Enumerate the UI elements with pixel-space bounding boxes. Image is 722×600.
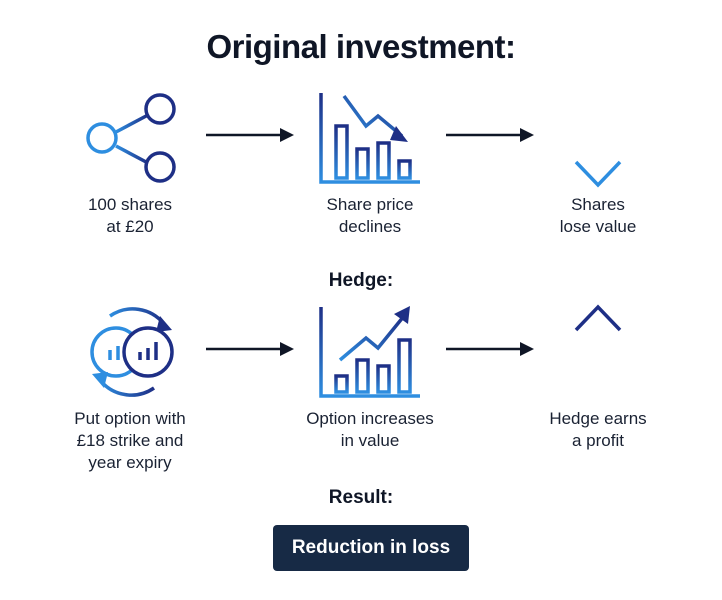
- right-arrow-icon: [446, 342, 534, 356]
- option-exchange-icon: [90, 307, 174, 397]
- result-label: Result:: [328, 487, 394, 508]
- decline-caption: Share price declines: [326, 195, 414, 236]
- right-arrow-icon: [206, 342, 294, 356]
- reduction-in-loss-button[interactable]: Reduction in loss: [273, 525, 469, 571]
- up-arrow-icon: [574, 304, 622, 398]
- share-nodes-icon: [86, 93, 176, 183]
- rising-chart-icon: [319, 306, 420, 398]
- increase-caption: Option increases in value: [306, 409, 434, 450]
- put-option-caption: Put option with £18 strike and year expi…: [74, 409, 186, 472]
- right-arrow-icon: [446, 128, 534, 142]
- down-arrow-icon: [574, 94, 622, 188]
- shares-caption: 100 shares at £20: [87, 195, 173, 236]
- declining-chart-icon: [319, 93, 420, 184]
- lose-value-caption: Shares lose value: [559, 195, 637, 236]
- page-title: Original investment:: [206, 28, 516, 65]
- hedge-label: Hedge:: [328, 270, 394, 291]
- right-arrow-icon: [206, 128, 294, 142]
- profit-caption: Hedge earns a profit: [549, 409, 647, 450]
